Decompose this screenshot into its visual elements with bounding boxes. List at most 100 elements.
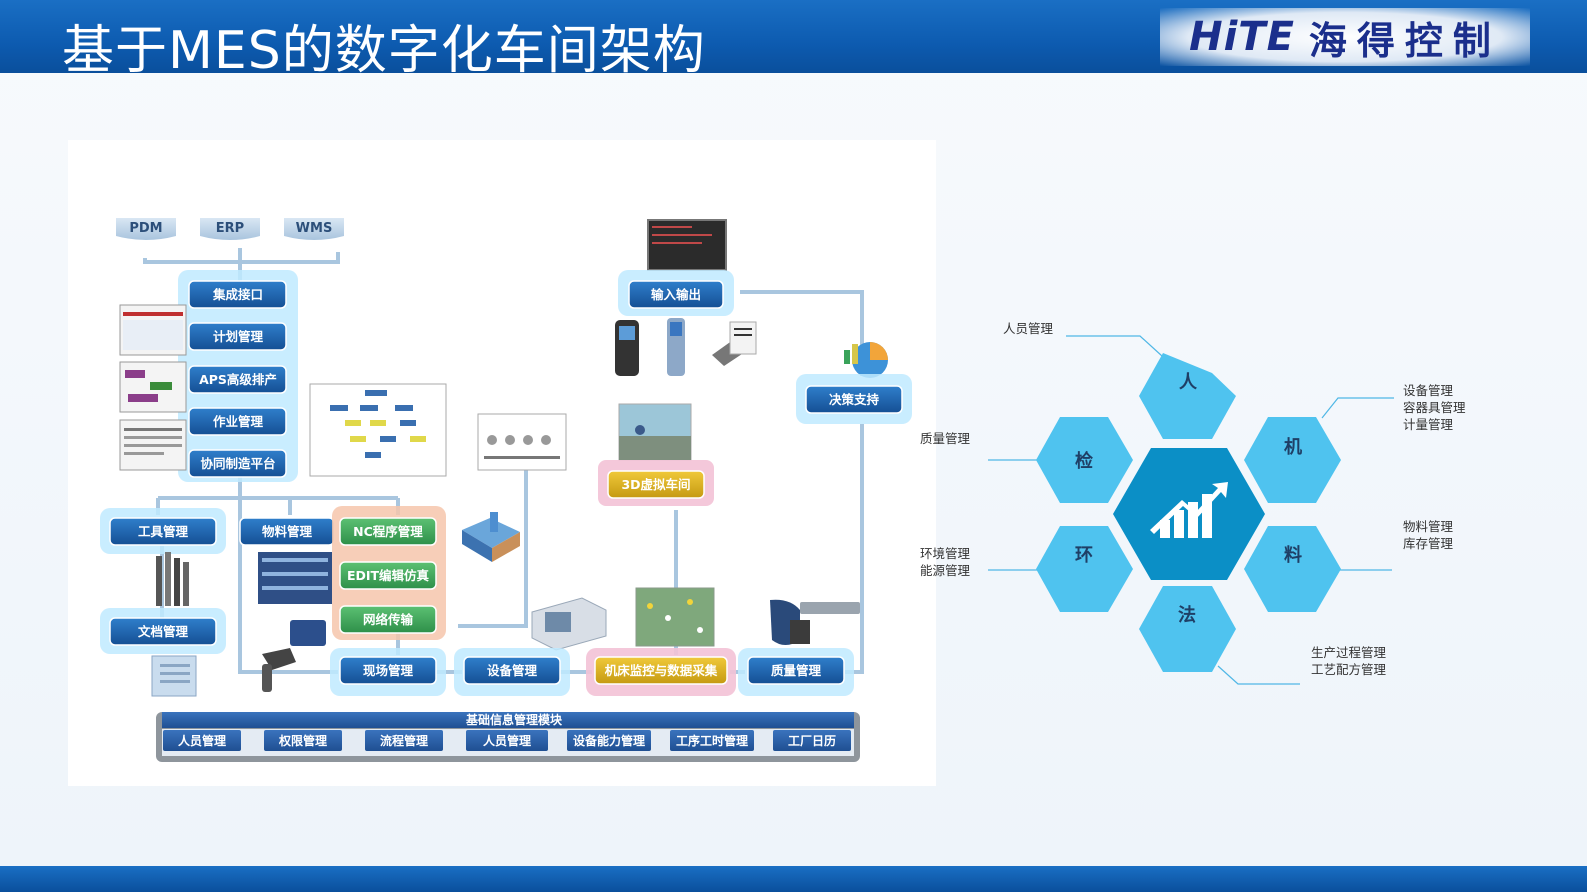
logo-text-cn: 海得控制 (1308, 18, 1501, 63)
micrometer-icon (770, 599, 860, 645)
base-item-4 (466, 730, 548, 751)
note-huan: 环境管理 能源管理 (920, 545, 970, 579)
base-title: 基础信息管理模块 (465, 712, 563, 727)
base-item-7-label: 工厂日历 (788, 734, 836, 748)
box-network-transfer (339, 605, 437, 634)
system-tab-erp (200, 218, 260, 240)
flowchart-thumbnail (309, 383, 447, 477)
hex-jian-label: 检 (1075, 450, 1093, 472)
hex-ji (1244, 417, 1341, 503)
base-item-5-label: 设备能力管理 (573, 733, 645, 748)
base-item-3-label: 流程管理 (380, 733, 428, 748)
monitoring-map-image (635, 587, 715, 647)
box-3d-virtual (607, 470, 705, 499)
note-huan-2: 能源管理 (920, 563, 971, 578)
base-item-1 (163, 730, 241, 751)
warehouse-image (258, 552, 332, 604)
box-edit-simulation (339, 561, 437, 590)
box-nc-program (339, 517, 437, 546)
company-logo: HiTE 海得控制 (1160, 8, 1530, 66)
system-wms-label: WMS (296, 221, 333, 236)
cnc-machine-icon (531, 597, 607, 651)
top-systems: PDM ERP WMS (116, 218, 344, 240)
footer-bar (0, 866, 1587, 892)
hex-liao (1244, 526, 1341, 612)
io-devices (615, 219, 757, 376)
box-io (628, 280, 724, 309)
label-edit-simulation: EDIT编辑仿真 (347, 568, 430, 583)
note-ji: 设备管理 容器具管理 计量管理 (1403, 382, 1466, 433)
hex-huan (1036, 526, 1133, 612)
label-material-management: 物料管理 (262, 524, 313, 539)
part-3d-icon (462, 512, 520, 562)
note-ji-2: 容器具管理 (1403, 400, 1466, 415)
box-equipment-management (463, 656, 561, 685)
label-nc-program: NC程序管理 (353, 524, 423, 539)
base-item-6 (670, 730, 754, 751)
note-huan-1: 环境管理 (920, 546, 971, 561)
base-item-7 (773, 730, 851, 751)
label-aps-scheduling: APS高级排产 (199, 372, 277, 387)
logo-text-en: HiTE (1189, 14, 1295, 60)
box-quality-management (747, 656, 845, 685)
note-ji-1: 设备管理 (1403, 383, 1454, 398)
note-fa-2: 工艺配方管理 (1311, 662, 1387, 677)
base-item-4-label: 人员管理 (483, 733, 531, 748)
label-quality-management: 质量管理 (771, 663, 822, 678)
box-machine-monitoring (594, 656, 728, 685)
growth-chart-icon (1150, 482, 1228, 538)
base-item-3 (365, 730, 443, 751)
process-thumbnail (477, 413, 567, 471)
note-ren: 人员管理 (1003, 321, 1054, 336)
hex-huan-label: 环 (1075, 545, 1093, 566)
box-field-management (339, 656, 437, 685)
label-equipment-management: 设备管理 (487, 663, 538, 678)
system-tab-wms (284, 218, 344, 240)
document-folder-icon (151, 655, 197, 697)
label-3d-virtual: 3D虚拟车间 (621, 477, 690, 492)
label-integration-interface: 集成接口 (212, 287, 263, 302)
hex-ren (1139, 353, 1236, 439)
label-network-transfer: 网络传输 (363, 612, 414, 627)
base-item-6-label: 工序工时管理 (676, 733, 748, 748)
header-bar: 基于MES的数字化车间架构 HiTE 海得控制 (0, 0, 1587, 81)
cutting-tools-icon (156, 552, 189, 606)
chart-globe-icon (844, 342, 888, 378)
hex-leader-lines (988, 335, 1394, 685)
box-aps-scheduling (188, 365, 287, 394)
base-item-1-label: 人员管理 (178, 733, 226, 748)
label-decision-support: 决策支持 (829, 392, 880, 407)
hex-ren-label: 人 (1179, 372, 1198, 393)
schedule-screenshots (119, 304, 187, 471)
box-collaborative-platform (188, 449, 287, 478)
base-item-5 (567, 730, 651, 751)
monitor-icon (647, 219, 727, 271)
box-integration-interface (188, 280, 287, 309)
hex-fa (1139, 586, 1236, 672)
base-item-2-label: 权限管理 (278, 733, 327, 748)
hex-jian (1036, 417, 1133, 503)
label-io: 输入输出 (651, 287, 701, 302)
box-tool-management (109, 517, 217, 546)
box-decision-support (805, 385, 903, 414)
note-fa-1: 生产过程管理 (1311, 645, 1387, 660)
base-item-2 (264, 730, 342, 751)
label-machine-monitoring: 机床监控与数据采集 (605, 663, 718, 678)
hex-liao-label: 料 (1284, 544, 1302, 566)
box-plan-management (188, 322, 287, 351)
note-fa: 生产过程管理 工艺配方管理 (1311, 644, 1386, 678)
label-collaborative-platform: 协同制造平台 (200, 456, 275, 471)
hex-ji-label: 机 (1284, 437, 1302, 458)
page-title: 基于MES的数字化车间架构 (62, 21, 706, 81)
system-tab-pdm (116, 218, 176, 240)
label-field-management: 现场管理 (363, 663, 414, 678)
note-ji-3: 计量管理 (1403, 417, 1454, 432)
box-job-management (188, 407, 287, 436)
note-liao: 物料管理 库存管理 (1403, 518, 1453, 552)
label-job-management: 作业管理 (213, 414, 264, 429)
barcode-scanner-icon (262, 620, 326, 692)
system-pdm-label: PDM (129, 221, 162, 236)
box-doc-management (109, 617, 217, 646)
